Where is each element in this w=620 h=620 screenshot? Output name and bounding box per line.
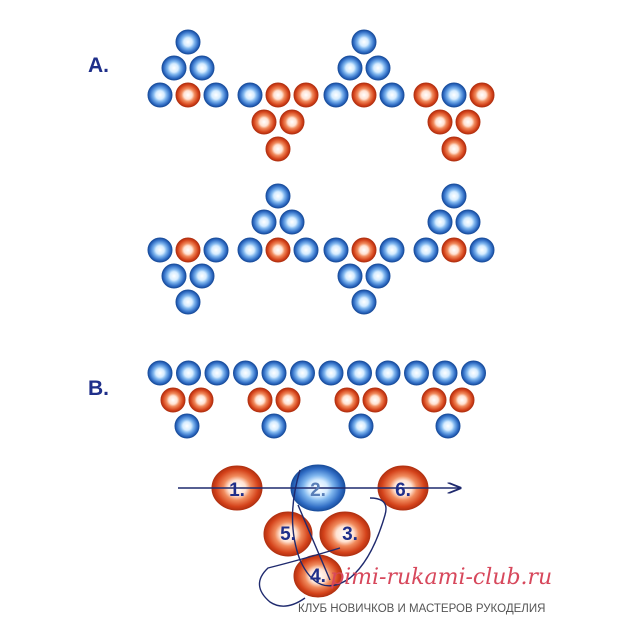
- blue-bead: [233, 360, 258, 386]
- section-a-label: A.: [88, 54, 109, 77]
- step-4-label: 4.: [310, 566, 326, 587]
- red-bead: [265, 237, 291, 263]
- blue-bead: [293, 237, 319, 263]
- red-bead: [265, 82, 291, 108]
- bead-step-3: [319, 511, 371, 557]
- blue-bead: [347, 360, 372, 386]
- red-bead: [413, 82, 439, 108]
- red-bead: [362, 387, 388, 413]
- blue-bead: [337, 55, 363, 81]
- thread-diagonal: [297, 504, 331, 581]
- red-bead: [175, 82, 201, 108]
- step-5-label: 5.: [280, 524, 296, 545]
- red-bead: [188, 387, 214, 413]
- bead-step-5: [263, 511, 313, 557]
- blue-bead: [427, 209, 453, 235]
- blue-bead: [323, 237, 349, 263]
- step-3-label: 3.: [342, 524, 358, 545]
- watermark-tagline: КЛУБ НОВИЧКОВ И МАСТЕРОВ РУКОДЕЛИЯ: [298, 603, 545, 615]
- blue-bead: [203, 237, 229, 263]
- blue-bead: [348, 413, 374, 439]
- blue-bead: [279, 209, 305, 235]
- blue-bead: [147, 237, 173, 263]
- pattern-a: [147, 29, 495, 315]
- blue-bead: [261, 413, 287, 439]
- red-bead: [469, 82, 495, 108]
- blue-bead: [432, 360, 458, 386]
- blue-bead: [147, 360, 173, 386]
- red-bead: [351, 237, 377, 263]
- blue-bead: [161, 55, 187, 81]
- blue-bead: [175, 29, 201, 55]
- thread-path: [178, 469, 460, 607]
- blue-bead: [337, 263, 363, 289]
- blue-bead: [161, 263, 187, 289]
- step-2-label: 2.: [310, 480, 326, 501]
- thread-loop-right: [291, 469, 387, 587]
- blue-bead: [261, 360, 287, 386]
- red-bead: [279, 109, 305, 135]
- blue-bead: [189, 263, 215, 289]
- blue-bead: [469, 237, 495, 263]
- red-bead: [351, 82, 377, 108]
- blue-bead: [404, 360, 429, 386]
- red-bead: [247, 387, 273, 413]
- blue-bead: [290, 360, 315, 386]
- red-bead: [265, 136, 291, 162]
- watermark-url: pimi-rukami-club.ru: [330, 565, 552, 590]
- blue-bead: [265, 183, 291, 209]
- thread-loop-left: [258, 547, 341, 607]
- blue-bead: [441, 82, 467, 108]
- red-bead: [293, 82, 319, 108]
- step-6-label: 6.: [395, 480, 411, 501]
- red-bead: [175, 237, 201, 263]
- blue-bead: [351, 289, 377, 315]
- blue-bead: [147, 82, 173, 108]
- red-bead: [421, 387, 447, 413]
- red-bead: [455, 109, 481, 135]
- blue-bead: [204, 360, 230, 386]
- blue-bead: [379, 237, 405, 263]
- red-bead: [251, 109, 277, 135]
- blue-bead: [237, 82, 263, 108]
- blue-bead: [435, 413, 461, 439]
- blue-bead: [175, 289, 201, 315]
- red-bead: [334, 387, 360, 413]
- blue-bead: [461, 360, 486, 386]
- pattern-b: [147, 360, 486, 439]
- blue-bead: [441, 183, 467, 209]
- blue-bead: [318, 360, 344, 386]
- blue-bead: [351, 29, 377, 55]
- blue-bead: [379, 82, 405, 108]
- step-1-label: 1.: [229, 480, 245, 501]
- blue-bead: [203, 82, 229, 108]
- blue-bead: [413, 237, 439, 263]
- blue-bead: [251, 209, 277, 235]
- blue-bead: [174, 413, 200, 439]
- blue-bead: [176, 360, 201, 386]
- blue-bead: [375, 360, 401, 386]
- red-bead: [275, 387, 301, 413]
- red-bead: [441, 136, 467, 162]
- blue-bead: [365, 263, 391, 289]
- section-b-label: B.: [88, 377, 109, 400]
- red-bead: [160, 387, 186, 413]
- blue-bead: [323, 82, 349, 108]
- blue-bead: [189, 55, 215, 81]
- blue-bead: [365, 55, 391, 81]
- red-bead: [441, 237, 467, 263]
- red-bead: [449, 387, 475, 413]
- blue-bead: [237, 237, 263, 263]
- red-bead: [427, 109, 453, 135]
- blue-bead: [455, 209, 481, 235]
